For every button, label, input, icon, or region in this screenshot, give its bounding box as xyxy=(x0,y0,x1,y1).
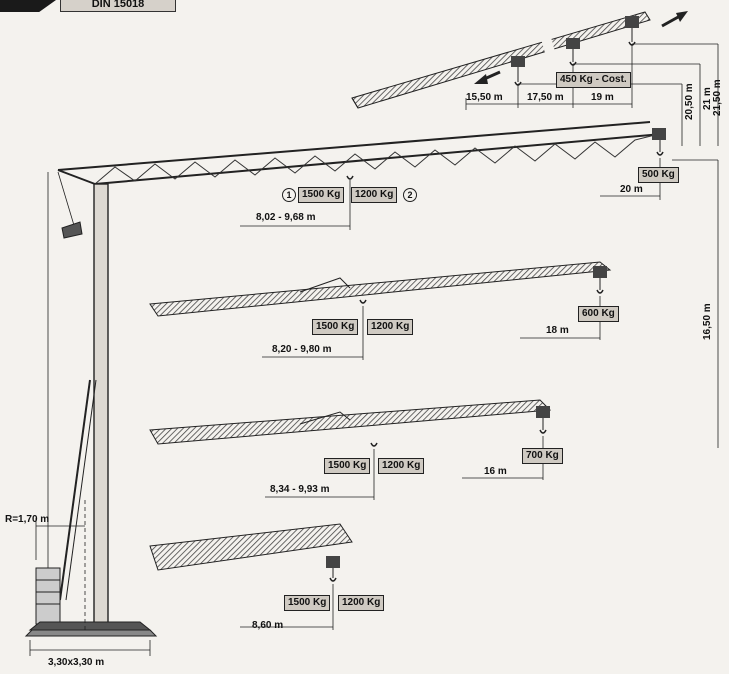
luff-arrow-icon xyxy=(474,11,688,84)
height-label: 20,50 m xyxy=(684,83,695,120)
tip-distance-label: 18 m xyxy=(546,325,569,336)
base-size-label: 3,30x3,30 m xyxy=(48,657,105,668)
tower-mast xyxy=(24,159,719,656)
distance-label: 19 m xyxy=(591,92,614,103)
config-2-marker: 2 xyxy=(403,188,417,202)
luffed-jib xyxy=(351,11,719,146)
range-label: 8,34 - 9,93 m xyxy=(270,484,330,495)
standard-header: DIN 15018 xyxy=(0,0,176,18)
load-box: 1200 Kg xyxy=(378,458,425,474)
load-box: 1500 Kg xyxy=(284,595,331,611)
tip-load-box: 600 Kg xyxy=(578,306,619,322)
height-label: 21,50 m xyxy=(712,79,723,116)
load-box: 1200 Kg xyxy=(367,319,414,335)
tip-load-box: 700 Kg xyxy=(522,448,563,464)
distance-label: 15,50 m xyxy=(466,92,503,103)
load-box: 1500 Kg xyxy=(298,187,345,203)
tip-load-box: 500 Kg xyxy=(638,167,679,183)
range-label: 8,60 m xyxy=(252,620,284,631)
distance-label: 17,50 m xyxy=(527,92,564,103)
load-box: 1200 Kg xyxy=(351,187,398,203)
jib-18m xyxy=(149,261,612,360)
luffed-load-box: 450 Kg - Cost. xyxy=(556,72,631,88)
jib-16m xyxy=(149,399,552,500)
standard-label: DIN 15018 xyxy=(60,0,176,12)
mast-height-label: 16,50 m xyxy=(702,303,713,340)
load-box: 1200 Kg xyxy=(338,595,385,611)
range-label: 8,02 - 9,68 m xyxy=(256,212,316,223)
tip-distance-label: 16 m xyxy=(484,466,507,477)
lattice-jib xyxy=(57,121,666,230)
tip-distance-label: 20 m xyxy=(620,184,643,195)
brand-logo-icon xyxy=(0,0,56,12)
load-box: 1500 Kg xyxy=(312,319,359,335)
radius-label: R=1,70 m xyxy=(5,514,50,525)
jib-short xyxy=(149,523,353,630)
range-label: 8,20 - 9,80 m xyxy=(272,344,332,355)
config-1-marker: 1 xyxy=(282,188,296,202)
load-box: 1500 Kg xyxy=(324,458,371,474)
